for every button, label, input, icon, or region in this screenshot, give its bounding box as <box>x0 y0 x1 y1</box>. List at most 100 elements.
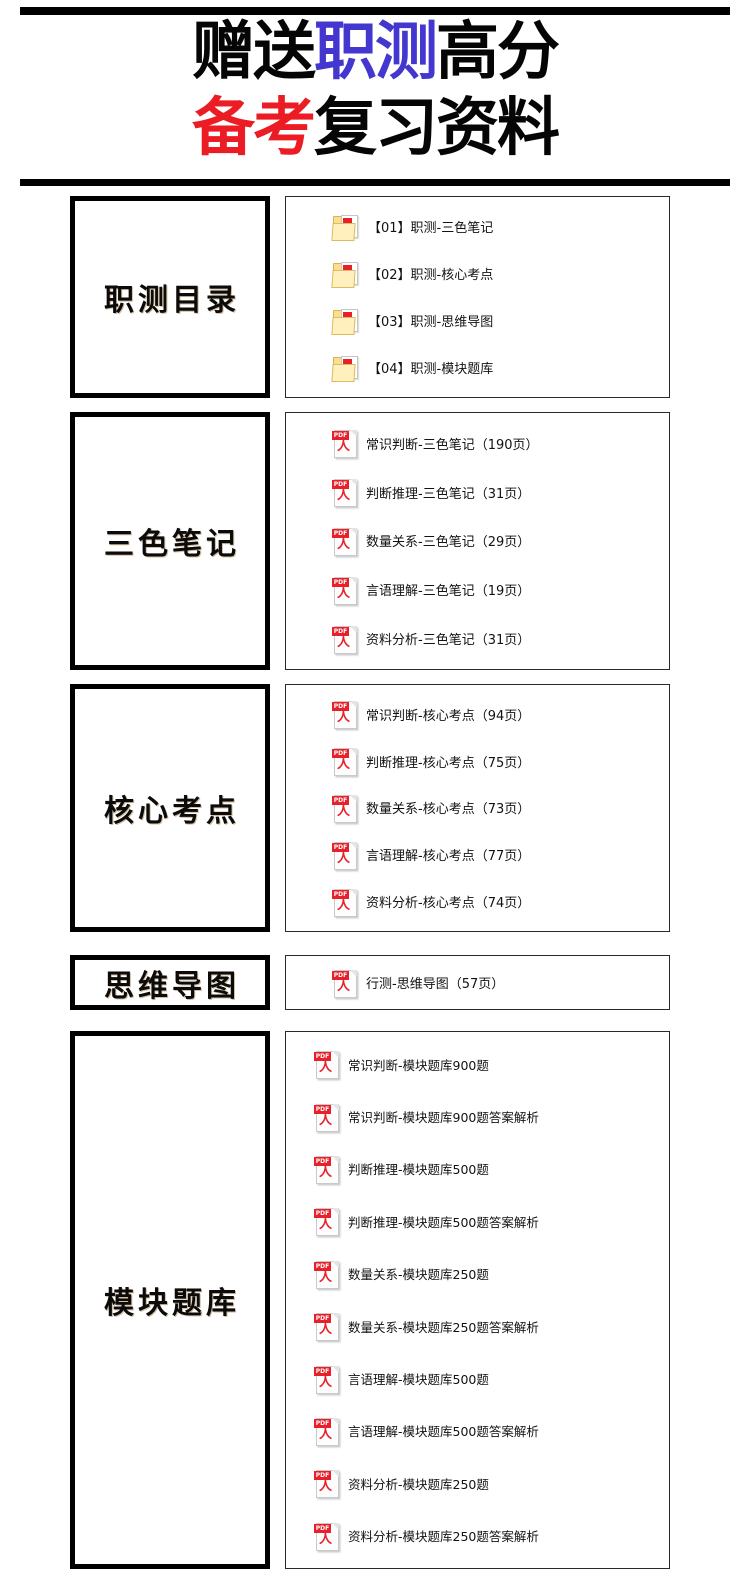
list-item-label: 判断推理-三色笔记（31页） <box>366 486 531 502</box>
section-label-text: 核心考点 <box>104 794 240 829</box>
pdf-icon: PDF 人 <box>332 699 358 730</box>
pdf-icon: PDF 人 <box>314 1521 340 1551</box>
list-item[interactable]: PDF 人 常识判断-核心考点（94页） <box>286 699 669 730</box>
list-item-label: 资料分析-模块题库250题 <box>348 1476 489 1492</box>
list-item-label: 数量关系-核心考点（73页） <box>366 802 531 818</box>
list-item[interactable]: PDF 人 常识判断-模块题库900题答案解析 <box>286 1102 669 1132</box>
list-item[interactable]: PDF 人 言语理解-三色笔记（19页） <box>286 575 669 605</box>
section-label-text: 模块题库 <box>104 1286 240 1321</box>
pdf-glyph: 人 <box>319 1217 333 1233</box>
section-label-catalog: 职测目录 <box>70 196 270 398</box>
pdf-icon: PDF 人 <box>332 575 358 605</box>
pdf-icon: PDF 人 <box>314 1049 340 1080</box>
pdf-band-label: PDF <box>332 431 349 441</box>
list-item-label: 常识判断-三色笔记（190页） <box>366 437 539 453</box>
pdf-glyph: 人 <box>319 1531 333 1547</box>
pdf-band-label: PDF <box>314 1418 331 1428</box>
list-item[interactable]: 人 【04】职测-模块题库 <box>286 354 669 382</box>
list-item[interactable]: PDF 人 常识判断-三色笔记（190页） <box>286 428 669 459</box>
pdf-icon: PDF 人 <box>332 526 358 556</box>
list-item[interactable]: 人 【01】职测-三色笔记 <box>286 213 669 241</box>
pdf-band-label: PDF <box>314 1052 331 1062</box>
list-item[interactable]: PDF 人 数量关系-模块题库250题答案解析 <box>286 1311 669 1342</box>
pdf-icon: PDF 人 <box>314 1311 340 1342</box>
list-item[interactable]: PDF 人 数量关系-三色笔记（29页） <box>286 526 669 556</box>
section-list-three-color-notes: PDF 人 常识判断-三色笔记（190页） PDF 人 判断推理-三色笔记（31… <box>285 412 670 670</box>
section-label-module-question-bank: 模块题库 <box>70 1031 270 1569</box>
list-item[interactable]: PDF 人 言语理解-核心考点（77页） <box>286 840 669 870</box>
pdf-band-label: PDF <box>314 1261 331 1271</box>
pdf-glyph: 人 <box>337 978 351 994</box>
pdf-band-label: PDF <box>332 626 349 636</box>
pdf-icon: PDF 人 <box>332 968 358 998</box>
pdf-band-label: PDF <box>314 1209 331 1219</box>
pdf-glyph: 人 <box>337 439 351 455</box>
list-item[interactable]: 人 【03】职测-思维导图 <box>286 307 669 335</box>
list-item[interactable]: PDF 人 数量关系-核心考点（73页） <box>286 793 669 823</box>
list-item-label: 言语理解-模块题库500题答案解析 <box>348 1424 539 1440</box>
pdf-icon: PDF 人 <box>314 1206 340 1237</box>
pdf-band-label: PDF <box>332 577 349 587</box>
list-item[interactable]: PDF 人 言语理解-模块题库500题 <box>286 1364 669 1394</box>
list-item-label: 【04】职测-模块题库 <box>368 362 494 377</box>
list-item[interactable]: PDF 人 资料分析-三色笔记（31页） <box>286 624 669 654</box>
pdf-band-label: PDF <box>314 1523 331 1533</box>
folder-pdf-icon: 人 <box>331 307 360 335</box>
section-list-mind-map: PDF 人 行测-思维导图（57页） <box>285 955 670 1010</box>
pdf-icon: PDF 人 <box>314 1154 340 1184</box>
section-label-text: 思维导图 <box>104 968 240 1004</box>
title-line-1: 赠送职测高分 <box>0 20 750 83</box>
list-item[interactable]: 人 【02】职测-核心考点 <box>286 260 669 288</box>
list-item-label: 【02】职测-核心考点 <box>368 268 494 283</box>
title-line-2: 备考复习资料 <box>0 96 750 159</box>
pdf-glyph: 人 <box>337 536 351 552</box>
pdf-glyph: 人 <box>337 710 351 726</box>
list-item[interactable]: PDF 人 资料分析-模块题库250题答案解析 <box>286 1521 669 1551</box>
pdf-glyph: 人 <box>337 634 351 650</box>
list-item[interactable]: PDF 人 资料分析-核心考点（74页） <box>286 887 669 917</box>
pdf-icon: PDF 人 <box>314 1102 340 1132</box>
header-rule-bottom <box>20 179 730 186</box>
folder-pdf-icon: 人 <box>331 213 360 241</box>
pdf-glyph: 人 <box>319 1164 333 1180</box>
list-item-label: 数量关系-模块题库250题 <box>348 1267 489 1283</box>
list-item[interactable]: PDF 人 资料分析-模块题库250题 <box>286 1468 669 1499</box>
pdf-band-label: PDF <box>332 702 349 712</box>
list-item[interactable]: PDF 人 判断推理-三色笔记（31页） <box>286 477 669 508</box>
pdf-band-label: PDF <box>332 889 349 899</box>
section-label-mind-map: 思维导图 <box>70 955 270 1010</box>
list-item[interactable]: PDF 人 判断推理-模块题库500题 <box>286 1154 669 1184</box>
pdf-band-label: PDF <box>332 795 349 805</box>
section-label-text: 三色笔记 <box>104 527 240 562</box>
list-item[interactable]: PDF 人 数量关系-模块题库250题 <box>286 1259 669 1289</box>
list-item-label: 言语理解-模块题库500题 <box>348 1372 489 1388</box>
pdf-glyph: 人 <box>319 1112 333 1128</box>
pdf-band-label: PDF <box>332 749 349 759</box>
list-item[interactable]: PDF 人 行测-思维导图（57页） <box>286 968 669 998</box>
list-item-label: 判断推理-核心考点（75页） <box>366 755 531 771</box>
pdf-band-label: PDF <box>332 528 349 538</box>
list-item-label: 判断推理-模块题库500题答案解析 <box>348 1214 539 1230</box>
pdf-band-label: PDF <box>314 1104 331 1114</box>
list-item[interactable]: PDF 人 判断推理-模块题库500题答案解析 <box>286 1206 669 1237</box>
list-item-label: 言语理解-核心考点（77页） <box>366 849 531 865</box>
pdf-band-label: PDF <box>332 480 349 490</box>
section-list-catalog: 人 【01】职测-三色笔记 人 【02】职测-核心考点 人 【03】职测-思维导… <box>285 196 670 398</box>
list-item[interactable]: PDF 人 判断推理-核心考点（75页） <box>286 746 669 777</box>
pdf-icon: PDF 人 <box>314 1259 340 1289</box>
pdf-band-label: PDF <box>314 1366 331 1376</box>
list-item[interactable]: PDF 人 言语理解-模块题库500题答案解析 <box>286 1416 669 1446</box>
list-item[interactable]: PDF 人 常识判断-模块题库900题 <box>286 1049 669 1080</box>
pdf-glyph: 人 <box>319 1060 333 1076</box>
pdf-band-label: PDF <box>314 1156 331 1166</box>
section-list-module-question-bank: PDF 人 常识判断-模块题库900题 PDF 人 常识判断-模块题库900题答… <box>285 1031 670 1569</box>
pdf-glyph: 人 <box>319 1479 333 1495</box>
pdf-glyph: 人 <box>337 585 351 601</box>
title-segment-2: 职测 <box>314 15 438 88</box>
folder-pdf-icon: 人 <box>331 260 360 288</box>
list-item-label: 资料分析-核心考点（74页） <box>366 896 531 912</box>
pdf-band-label: PDF <box>314 1314 331 1324</box>
list-item-label: 判断推理-模块题库500题 <box>348 1162 489 1178</box>
list-item-label: 常识判断-模块题库900题答案解析 <box>348 1110 539 1126</box>
section-label-three-color-notes: 三色笔记 <box>70 412 270 670</box>
